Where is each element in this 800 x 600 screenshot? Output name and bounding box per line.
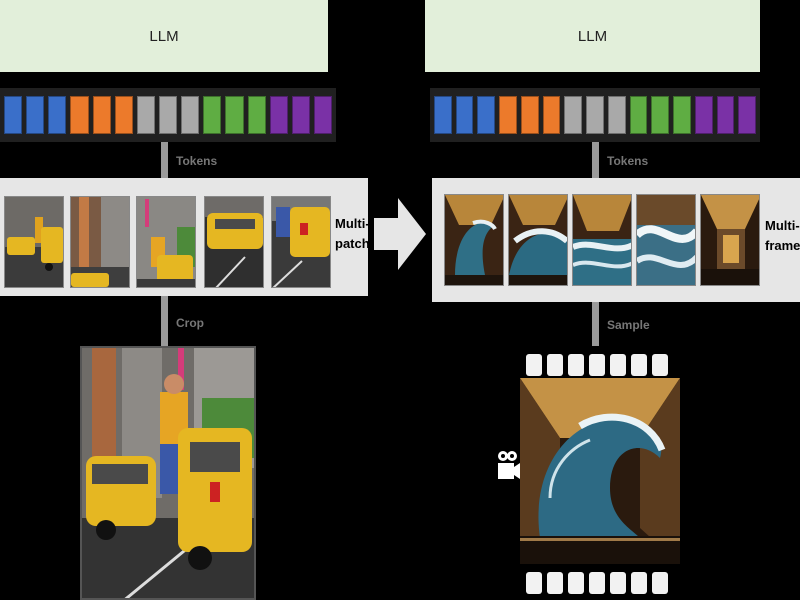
frame-thumbnail <box>700 194 760 286</box>
right-llm-box: LLM <box>425 0 760 72</box>
token-cell <box>434 96 452 134</box>
right-multiframe-panel: Multi- frame <box>432 178 800 302</box>
token-cell <box>225 96 244 134</box>
token-cell <box>114 96 133 134</box>
token-cell <box>651 96 670 134</box>
token-cell <box>247 96 266 134</box>
frame-thumbnail <box>508 194 568 286</box>
left-llm-label: LLM <box>149 27 179 45</box>
token-cell <box>629 96 648 134</box>
right-lower-connector <box>592 302 599 346</box>
film-perforation <box>652 572 668 594</box>
token-cell <box>158 96 178 134</box>
patch-thumbnail <box>204 196 264 288</box>
left-multipatch-panel: Multi- patch <box>0 178 370 296</box>
patch-thumbnail <box>70 196 130 288</box>
source-video-frame <box>520 378 680 564</box>
source-image <box>80 346 256 600</box>
right-arrow-icon <box>374 198 426 270</box>
token-cell <box>48 96 67 134</box>
token-cell <box>542 96 561 134</box>
token-cell <box>586 96 604 134</box>
left-upper-connector <box>161 142 168 178</box>
token-cell <box>738 96 757 134</box>
film-perforation <box>568 572 584 594</box>
film-perforation <box>547 572 563 594</box>
token-cell <box>694 96 713 134</box>
left-panel-label: Multi- patch <box>335 216 370 251</box>
token-cell <box>181 96 200 134</box>
left-lower-connector <box>161 296 168 346</box>
film-perforation <box>631 354 647 376</box>
patch-thumbnail <box>271 196 331 288</box>
left-upper-connector-label: Tokens <box>176 154 218 168</box>
film-perforation <box>589 354 605 376</box>
film-perforation <box>547 354 563 376</box>
right-panel-label: Multi- frame <box>765 218 800 253</box>
token-cell <box>203 96 222 134</box>
film-perforation <box>589 572 605 594</box>
left-token-sequence <box>0 88 336 142</box>
token-cell <box>92 96 111 134</box>
token-cell <box>291 96 310 134</box>
left-llm-box: LLM <box>0 0 328 72</box>
token-cell <box>313 96 333 134</box>
token-cell <box>673 96 691 134</box>
token-cell <box>26 96 45 134</box>
film-perforation <box>610 572 626 594</box>
right-token-sequence <box>430 88 760 142</box>
right-llm-label: LLM <box>577 27 608 45</box>
film-perforation <box>526 572 542 594</box>
right-upper-connector-label: Tokens <box>607 154 649 168</box>
film-perforation <box>631 572 647 594</box>
frame-thumbnail <box>444 194 504 286</box>
token-cell <box>455 96 474 134</box>
patch-thumbnail <box>4 196 64 288</box>
film-perforation <box>652 354 668 376</box>
token-cell <box>564 96 583 134</box>
film-perforation <box>610 354 626 376</box>
token-cell <box>269 96 288 134</box>
token-cell <box>477 96 496 134</box>
token-cell <box>136 96 155 134</box>
right-lower-connector-label: Sample <box>607 318 650 332</box>
token-cell <box>520 96 539 134</box>
video-camera-icon <box>496 448 520 488</box>
token-cell <box>716 96 735 134</box>
film-perforation <box>568 354 584 376</box>
right-upper-connector <box>592 142 599 178</box>
frame-thumbnail <box>572 194 632 286</box>
token-cell <box>607 96 626 134</box>
token-cell <box>70 96 89 134</box>
film-perforation <box>526 354 542 376</box>
patch-thumbnail <box>136 196 196 288</box>
token-cell <box>4 96 23 134</box>
frame-thumbnail <box>636 194 696 286</box>
left-lower-connector-label: Crop <box>176 316 204 330</box>
token-cell <box>499 96 517 134</box>
